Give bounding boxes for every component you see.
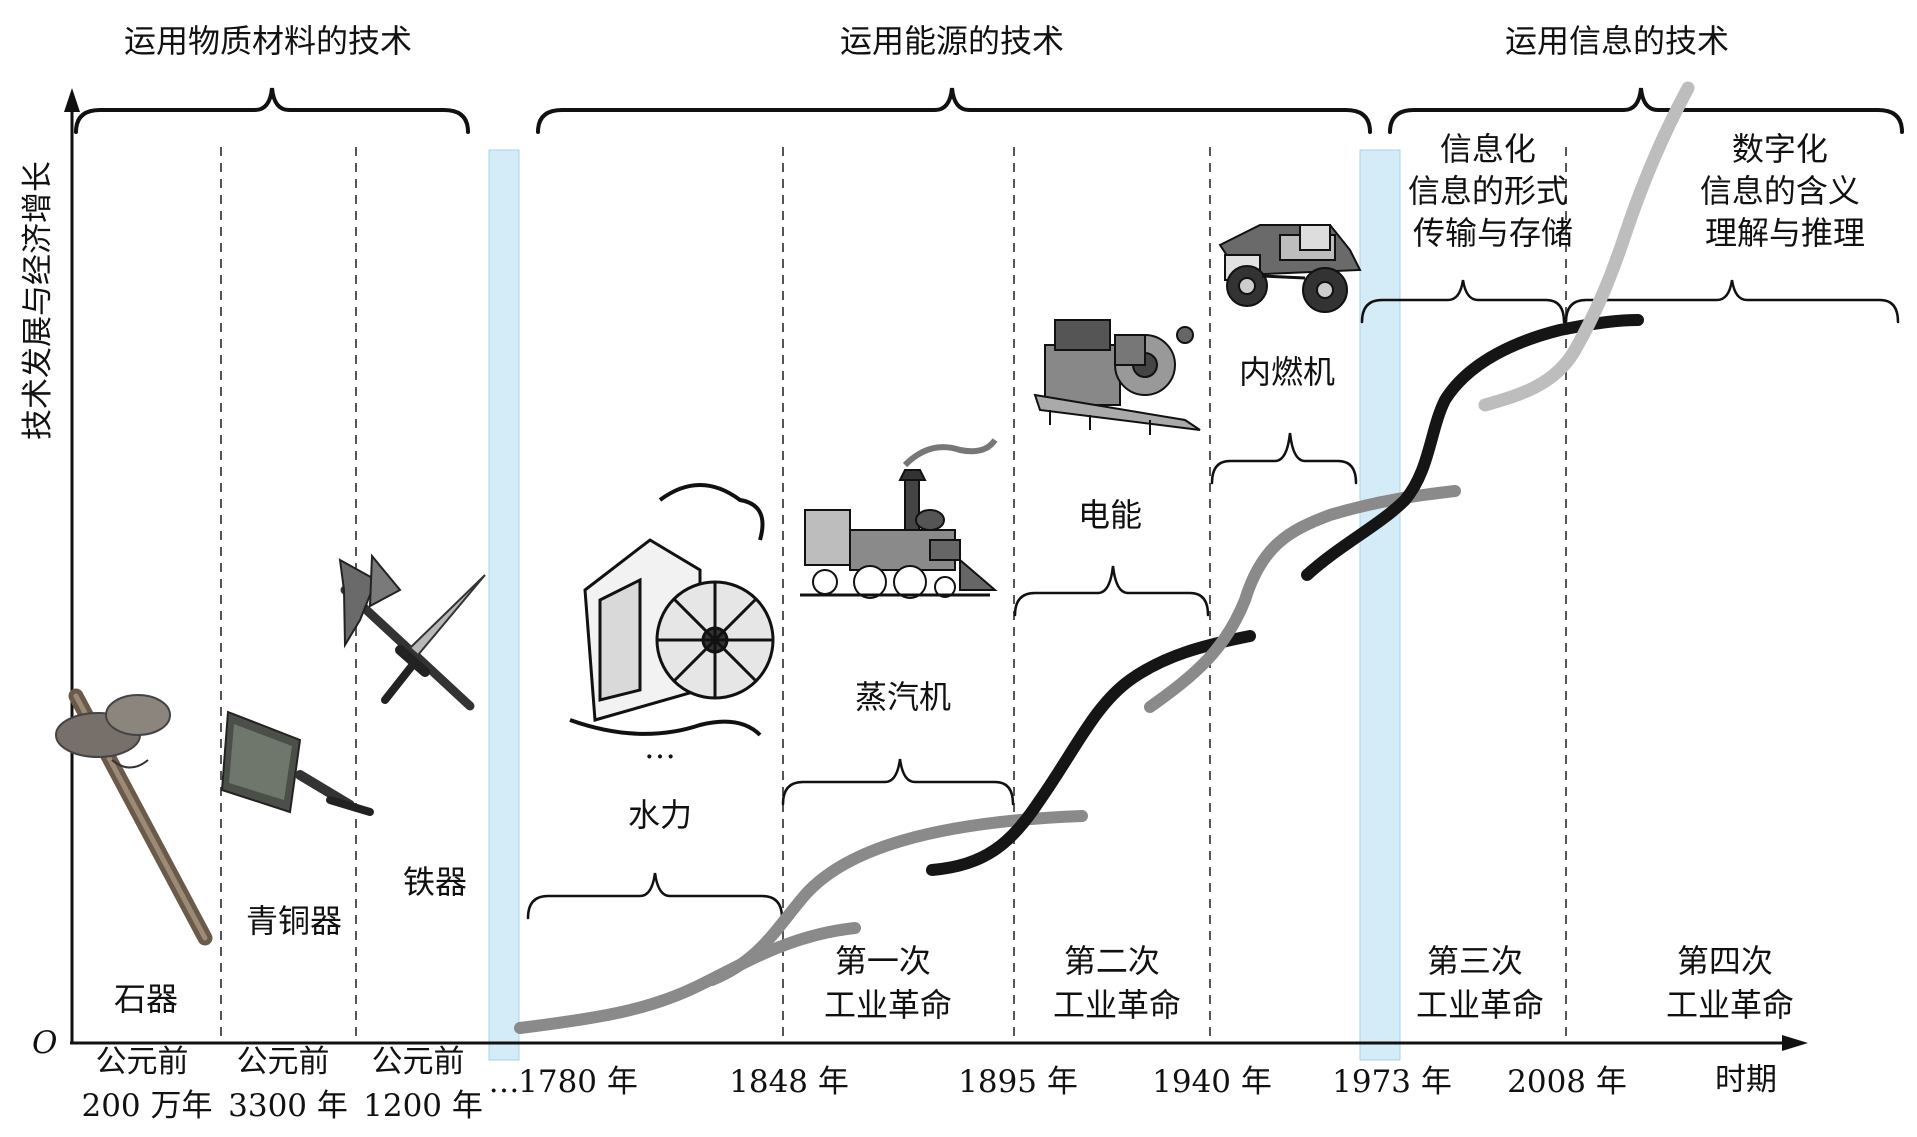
axes [64,88,1808,1051]
date-3300-bc-line1: 公元前 [237,1044,330,1080]
date-1973: 1973 年 [1332,1064,1452,1100]
third-revolution-line1: 第三次 [1427,942,1523,980]
date-1200-bc-line1: 公元前 [372,1044,465,1080]
motor-car-icon [1218,224,1362,313]
informatization-line2: 信息的形式 [1408,172,1568,210]
curve-steam-power [706,810,1088,986]
date-2m-bc: 公元前 200 万年 [81,1044,212,1124]
third-revolution-line2: 工业革命 [1416,986,1544,1024]
growth-curves [514,81,1695,1034]
transition-band-1780 [488,149,520,1061]
label-bronze: 青铜器 [246,902,342,940]
date-1200-bc: 公元前 1200 年 [363,1044,483,1124]
iron-weapons-icon [338,553,486,711]
brace-steam [781,758,1015,806]
fourth-revolution-line2: 工业革命 [1666,986,1794,1024]
curve-combustion-power [1144,485,1461,713]
bronze-tool-icon [220,710,374,816]
date-2m-bc-line1: 公元前 [96,1044,189,1080]
brace-digitization [1564,279,1900,324]
brace-informatization [1360,279,1566,324]
date-ellipsis: … [489,1064,520,1100]
electric-generator-icon [1033,319,1201,435]
brace-energy [536,87,1372,134]
curve-third-revolution [1301,314,1644,581]
y-axis-label: 技术发展与经济增长 [20,161,56,440]
era-materials-label: 运用物质材料的技术 [124,22,412,60]
date-1200-bc-line2: 1200 年 [363,1088,483,1124]
second-revolution-line1: 第二次 [1064,942,1160,980]
y-axis-arrow [64,88,80,112]
x-axis-label: 时期 [1715,1062,1777,1098]
label-third-revolution: 第三次 工业革命 [1416,942,1544,1024]
brace-electric [1013,565,1210,617]
brace-materials [74,87,470,134]
brace-information [1388,87,1904,134]
date-1940: 1940 年 [1152,1064,1272,1100]
digitization-line3: 理解与推理 [1705,214,1865,252]
steam-locomotive-icon [800,438,998,599]
informatization-line3: 传输与存储 [1413,214,1573,252]
brace-water [526,872,784,920]
transition-band-1973 [1359,149,1401,1061]
water-wheel-icon [569,483,775,737]
label-second-revolution: 第二次 工业革命 [1053,942,1181,1024]
era-energy-label: 运用能源的技术 [840,22,1064,60]
date-1780: 1780 年 [518,1064,638,1100]
curve-electric-power [926,630,1256,876]
origin-label: O [32,1025,57,1061]
label-digitization: 数字化 信息的含义 理解与推理 [1700,130,1870,252]
second-revolution-line2: 工业革命 [1053,986,1181,1024]
first-revolution-line2: 工业革命 [824,986,952,1024]
date-3300-bc: 公元前 3300 年 [228,1044,348,1124]
label-first-revolution: 第一次 工业革命 [824,942,952,1024]
date-2008: 2008 年 [1507,1064,1627,1100]
curve-water-power [514,922,861,1034]
date-3300-bc-line2: 3300 年 [228,1088,348,1124]
label-iron: 铁器 [403,863,467,901]
label-steam: 蒸汽机 [855,678,951,716]
date-1848: 1848 年 [729,1064,849,1100]
label-informatization: 信息化 信息的形式 传输与存储 [1408,130,1578,252]
label-water: 水力 [628,796,692,834]
era-information-label: 运用信息的技术 [1505,22,1729,60]
label-electric: 电能 [1078,496,1142,534]
digitization-line2: 信息的含义 [1700,172,1860,210]
label-water-dots: … [644,728,676,766]
fourth-revolution-line1: 第四次 [1677,942,1773,980]
period-dividers [220,147,1567,1040]
period-braces [526,279,1900,920]
x-axis-arrow [1782,1035,1808,1051]
date-1895: 1895 年 [958,1064,1078,1100]
era-braces [74,87,1904,134]
label-stone: 石器 [114,980,178,1018]
label-combustion: 内燃机 [1239,353,1335,391]
label-fourth-revolution: 第四次 工业革命 [1666,942,1794,1024]
brace-combustion [1210,432,1358,485]
curve-fourth-revolution [1478,81,1695,412]
date-2m-bc-line2: 200 万年 [81,1088,212,1124]
digitization-line1: 数字化 [1732,130,1828,168]
informatization-line1: 信息化 [1440,130,1536,168]
first-revolution-line1: 第一次 [835,942,931,980]
stone-axe-icon [55,688,213,946]
